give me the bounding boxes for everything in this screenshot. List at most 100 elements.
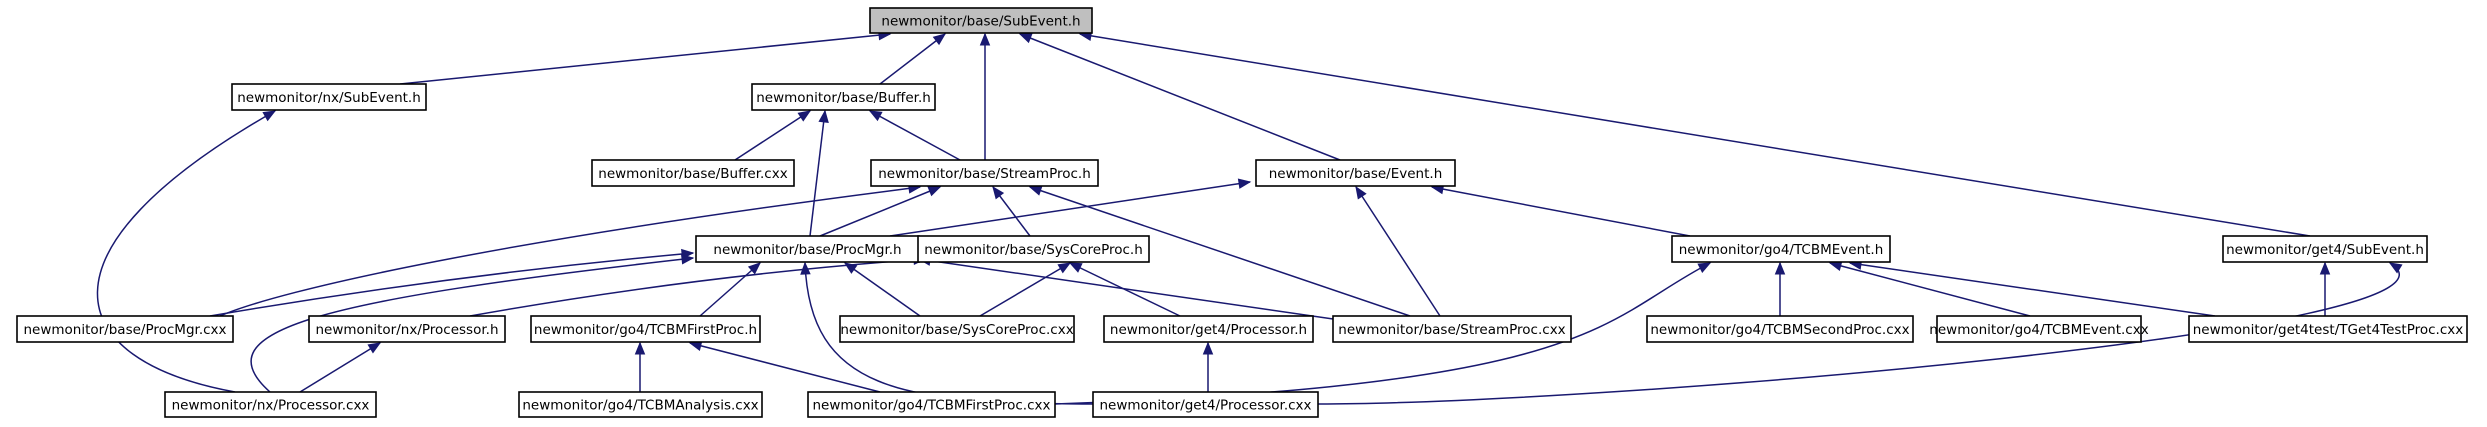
node-event-h[interactable]: newmonitor/base/Event.h — [1255, 159, 1456, 187]
edge-tcbmevent-cxx-to-tcbmevent-h — [1828, 260, 2031, 317]
edge-nx-processor-cxx-to-nx-processor-h — [299, 342, 382, 393]
node-box — [2222, 235, 2428, 263]
node-box — [518, 391, 763, 418]
node-box — [591, 159, 795, 187]
node-label: newmonitor/base/Buffer.h — [756, 90, 931, 106]
node-tget4testproc-cxx[interactable]: newmonitor/get4test/TGet4TestProc.cxx — [2188, 315, 2468, 343]
arrowhead-icon — [1202, 341, 1214, 355]
edge-syscoreproc-cxx-to-procmgr-h — [843, 262, 921, 317]
edge-tget4testproc-cxx-to-get4-subevent — [2319, 261, 2331, 316]
edge-procmgr-cxx-to-procmgr-h — [209, 248, 695, 317]
node-label: newmonitor/nx/Processor.cxx — [172, 398, 370, 414]
edge-line — [1829, 262, 2031, 317]
edge-line — [869, 110, 961, 161]
edge-tcbmevent-h-to-event-h — [1430, 183, 1691, 237]
node-tcbmevent-h[interactable]: newmonitor/go4/TCBMEvent.h — [1671, 235, 1891, 263]
edge-line — [979, 262, 1071, 317]
node-tcbmfirstproc-cxx[interactable]: newmonitor/go4/TCBMFirstProc.cxx — [807, 391, 1056, 418]
node-label: newmonitor/go4/TCBMFirstProc.cxx — [813, 398, 1051, 414]
edge-line — [1431, 186, 1691, 237]
node-box — [1332, 315, 1572, 343]
node-tcbmanalysis-cxx[interactable]: newmonitor/go4/TCBMAnalysis.cxx — [518, 391, 763, 418]
edge-procmgr-h-to-streamproc-h — [819, 186, 942, 237]
node-label: newmonitor/base/Event.h — [1269, 166, 1443, 182]
node-syscoreproc-h[interactable]: newmonitor/base/SysCoreProc.h — [917, 235, 1150, 263]
edge-line — [469, 258, 926, 317]
node-label: newmonitor/base/StreamProc.cxx — [1338, 322, 1565, 338]
arrowhead-icon — [979, 32, 991, 46]
arrowhead-icon — [1068, 262, 1083, 273]
node-box — [807, 391, 1056, 418]
edge-procmgr-h-to-buffer-h — [809, 109, 829, 237]
edge-line — [219, 186, 921, 317]
node-label: newmonitor/get4test/TGet4TestProc.cxx — [2193, 322, 2464, 338]
node-label: newmonitor/nx/SubEvent.h — [237, 90, 421, 106]
node-box — [751, 83, 936, 111]
node-box — [1936, 315, 2142, 343]
node-label: newmonitor/base/SysCoreProc.cxx — [840, 322, 1073, 338]
edge-get4-subevent-to-root — [1078, 30, 2311, 237]
edge-nx-processor-cxx-to-nx-subevent — [96, 110, 277, 393]
edge-streamproc-h-to-buffer-h — [868, 110, 961, 161]
node-get4-subevent[interactable]: newmonitor/get4/SubEvent.h — [2222, 235, 2428, 263]
node-nx-subevent[interactable]: newmonitor/nx/SubEvent.h — [231, 83, 427, 111]
node-buffer-cxx[interactable]: newmonitor/base/Buffer.cxx — [591, 159, 795, 187]
node-box — [1646, 315, 1914, 343]
edge-line — [1069, 262, 1181, 317]
node-box — [231, 83, 427, 111]
edge-syscoreproc-h-to-streamproc-h — [992, 185, 1031, 237]
edge-line — [879, 33, 946, 85]
edge-streamproc-cxx-to-event-h — [1355, 185, 1441, 317]
edge-line — [1079, 33, 2311, 237]
edge-line — [1355, 186, 1441, 317]
edge-get4-processor-h-to-syscoreproc-h — [1068, 262, 1181, 317]
edge-line — [844, 262, 921, 317]
node-box — [917, 235, 1150, 263]
node-label: newmonitor/base/SubEvent.h — [881, 14, 1080, 30]
node-streamproc-cxx[interactable]: newmonitor/base/StreamProc.cxx — [1332, 315, 1572, 343]
arrowhead-icon — [797, 110, 812, 122]
node-root[interactable]: newmonitor/base/SubEvent.h — [869, 7, 1093, 34]
node-get4-processor-h[interactable]: newmonitor/get4/Processor.h — [1103, 315, 1314, 343]
root-node-box — [869, 7, 1093, 34]
node-box — [1092, 391, 1319, 418]
arrowhead-icon — [1237, 178, 1252, 189]
node-label: newmonitor/go4/TCBMFirstProc.h — [534, 322, 757, 338]
nodes-layer: newmonitor/base/SubEvent.h newmonitor/nx/… — [16, 7, 2468, 418]
node-label: newmonitor/go4/TCBMEvent.cxx — [1929, 322, 2148, 338]
edge-line — [209, 252, 694, 317]
node-label: newmonitor/go4/TCBMSecondProc.cxx — [1650, 322, 1909, 338]
node-box — [308, 315, 506, 343]
arrowhead-icon — [747, 262, 761, 275]
edge-tget4testproc-cxx-to-tcbmevent-h — [1848, 259, 2216, 317]
node-tcbmsecondproc-cxx[interactable]: newmonitor/go4/TCBMSecondProc.cxx — [1646, 315, 1914, 343]
node-label: newmonitor/get4/Processor.cxx — [1099, 398, 1311, 414]
node-buffer-h[interactable]: newmonitor/base/Buffer.h — [751, 83, 936, 111]
arrowhead-icon — [818, 109, 829, 124]
node-box — [530, 315, 761, 343]
node-nx-processor-cxx[interactable]: newmonitor/nx/Processor.cxx — [164, 391, 377, 418]
node-get4-processor-cxx[interactable]: newmonitor/get4/Processor.cxx — [1092, 391, 1319, 418]
node-label: newmonitor/base/ProcMgr.h — [713, 242, 901, 258]
node-box — [695, 235, 920, 263]
edge-nx-subevent-to-root — [399, 29, 892, 85]
node-tcbmevent-cxx[interactable]: newmonitor/go4/TCBMEvent.cxx — [1929, 315, 2149, 343]
arrowhead-icon — [634, 341, 646, 355]
edge-get4-processor-cxx-to-get4-subevent — [1317, 262, 2403, 405]
node-tcbmfirstproc-h[interactable]: newmonitor/go4/TCBMFirstProc.h — [530, 315, 761, 343]
node-streamproc-h[interactable]: newmonitor/base/StreamProc.h — [870, 159, 1099, 187]
edge-get4-processor-cxx-to-get4-processor-h — [1202, 341, 1214, 392]
edge-line — [918, 258, 1341, 321]
node-procmgr-h[interactable]: newmonitor/base/ProcMgr.h — [695, 235, 920, 263]
arrowhead-icon — [1028, 185, 1043, 196]
edge-line — [699, 262, 761, 317]
node-nx-processor-h[interactable]: newmonitor/nx/Processor.h — [308, 315, 506, 343]
node-label: newmonitor/go4/TCBMAnalysis.cxx — [522, 398, 758, 414]
node-box — [164, 391, 377, 418]
edge-buffer-h-to-root — [879, 33, 947, 85]
arrowhead-icon — [1697, 262, 1712, 273]
node-procmgr-cxx[interactable]: newmonitor/base/ProcMgr.cxx — [16, 315, 234, 343]
node-syscoreproc-cxx[interactable]: newmonitor/base/SysCoreProc.cxx — [839, 315, 1075, 343]
edge-buffer-cxx-to-buffer-h — [734, 110, 812, 161]
arrowhead-icon — [2319, 261, 2331, 275]
